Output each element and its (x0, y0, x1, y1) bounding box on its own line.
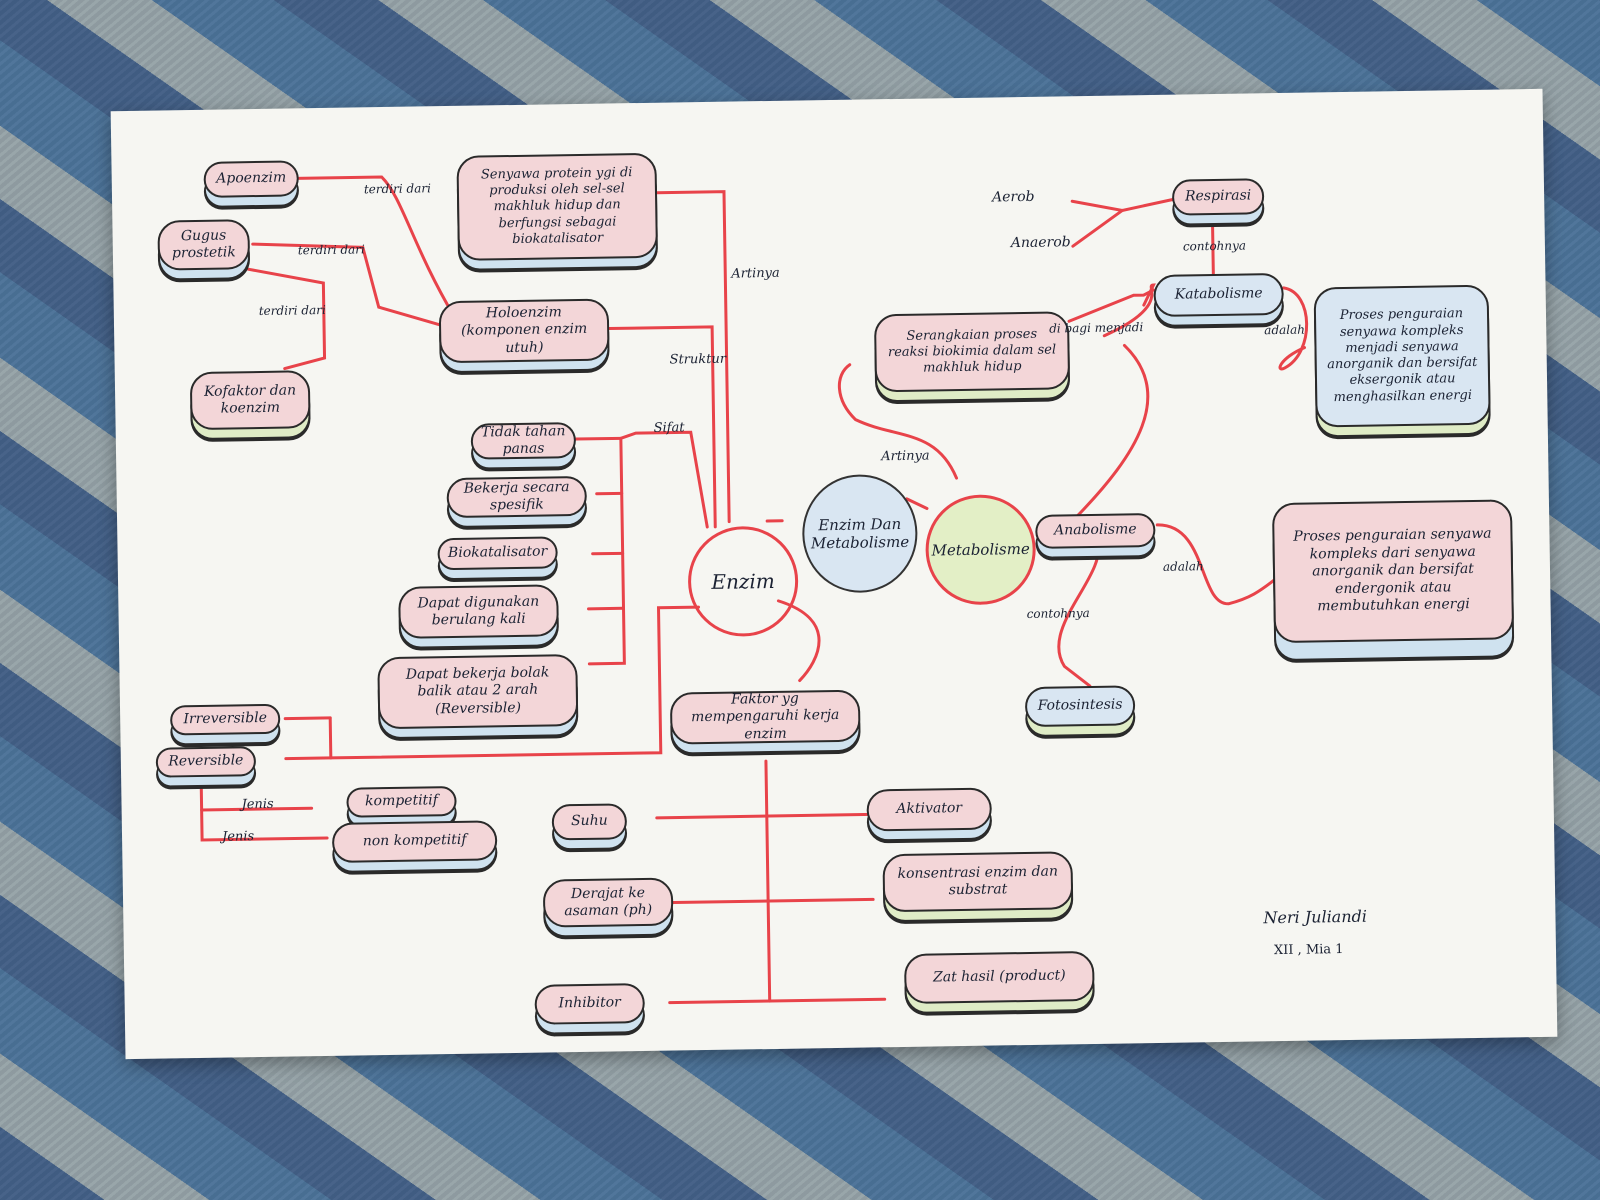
gugus-prostetik-text: Gugus prostetik (171, 227, 236, 262)
katabolisme-definition-node: Proses penguraian senyawa kompleks menja… (1313, 284, 1491, 428)
contohnya-label-1: contohnya (1182, 238, 1247, 254)
katabolisme-text: Katabolisme (1174, 285, 1263, 303)
fotosintesis-text: Fotosintesis (1037, 696, 1123, 715)
katabolisme-definition-text: Proses penguraian senyawa kompleks menja… (1327, 306, 1478, 405)
paper-sheet: Enzim Enzim Dan Metabolisme Metabolisme … (110, 88, 1558, 1060)
holoenzim-text: Holoenzim (komponen enzim utuh) (460, 303, 588, 356)
irreversible-node: Irreversible (169, 703, 281, 736)
sifat-label: Sifat (653, 420, 685, 436)
adalah-label-2: adalah (1162, 559, 1204, 574)
metabolisme-definition-node: Serangkaian proses reaksi biokimia dalam… (873, 311, 1071, 393)
anabolisme-text: Anabolisme (1053, 521, 1137, 539)
katabolisme-node: Katabolisme (1153, 272, 1284, 317)
sifat-item-1: Tidak tahan panas (470, 422, 577, 460)
faktor-left-2: Derajat ke asaman (ph) (542, 877, 674, 928)
kofaktor-node: Kofaktor dan koenzim (189, 370, 311, 431)
dibagi-label: di bagi menjadi (1049, 320, 1144, 336)
reversible-node: Reversible (155, 746, 257, 778)
contohnya-label-2: contohnya (1026, 605, 1090, 621)
kompetitif-text: kompetitif (364, 792, 439, 810)
respirasi-node: Respirasi (1171, 178, 1265, 216)
gugus-prostetik-node: Gugus prostetik (157, 219, 251, 271)
reversible-text: Reversible (168, 752, 244, 770)
faktor-left-3: Inhibitor (534, 983, 646, 1025)
apoenzim-text: Apoenzim (216, 169, 287, 187)
sifat-item-5-text: Dapat bekerja bolak balik atau 2 arah (R… (405, 664, 550, 718)
sifat-item-4-text: Dapat digunakan berulang kali (417, 593, 540, 629)
terdiri-dari-label-3: terdiri dari (258, 302, 326, 319)
holoenzim-node: Holoenzim (komponen enzim utuh) (438, 298, 610, 364)
anabolisme-node: Anabolisme (1035, 512, 1156, 549)
artinya-label-2: Artinya (881, 448, 930, 465)
faktor-right-1: Aktivator (866, 787, 993, 832)
signature-class: XII , Mia 1 (1273, 942, 1344, 959)
jenis-label-2: Jenis (221, 829, 255, 845)
faktor-left-1-text: Suhu (570, 812, 608, 830)
sifat-item-4: Dapat digunakan berulang kali (398, 584, 559, 639)
sifat-item-3-text: Biokatalisator (447, 543, 548, 562)
struktur-label: Struktur (669, 351, 727, 368)
faktor-right-1-text: Aktivator (896, 800, 963, 818)
faktor-left-3-text: Inhibitor (558, 994, 621, 1012)
faktor-right-3: Zat hasil (product) (903, 950, 1095, 1004)
irreversible-text: Irreversible (183, 710, 268, 728)
signature-name: Neri Juliandi (1263, 906, 1368, 928)
fotosintesis-node: Fotosintesis (1024, 685, 1136, 728)
connector-lines (199, 175, 1309, 1005)
faktor-node: Faktor yg mempengaruhi kerja enzim (669, 689, 861, 745)
anabolisme-definition-text: Proses penguraian senyawa kompleks dari … (1293, 525, 1492, 615)
sifat-item-3: Biokatalisator (437, 536, 558, 571)
metabolisme-circle-label: Metabolisme (931, 539, 1030, 560)
anabolisme-definition-node: Proses penguraian senyawa kompleks dari … (1271, 499, 1515, 644)
center-topic-label: Enzim Dan Metabolisme (810, 514, 910, 553)
nonkompetitif-text: non kompetitif (362, 832, 467, 850)
sifat-item-5: Dapat bekerja bolak balik atau 2 arah (R… (377, 654, 579, 730)
enzim-definition-node: Senyawa protein ygi di produksi oleh sel… (456, 152, 659, 261)
enzim-circle-label: Enzim (711, 568, 775, 594)
jenis-label-1: Jenis (241, 796, 274, 813)
faktor-text: Faktor yg mempengaruhi kerja enzim (691, 690, 840, 743)
metabolisme-definition-text: Serangkaian proses reaksi biokimia dalam… (887, 326, 1057, 376)
apoenzim-node: Apoenzim (203, 160, 300, 198)
kofaktor-text: Kofaktor dan koenzim (203, 381, 297, 417)
faktor-right-3-text: Zat hasil (product) (932, 967, 1066, 986)
terdiri-dari-label-1: terdiri dari (363, 181, 431, 197)
faktor-left-1: Suhu (551, 803, 628, 841)
terdiri-dari-label-2: terdiri dari (297, 242, 365, 258)
nonkompetitif-node: non kompetitif (331, 820, 498, 863)
faktor-right-2-text: konsentrasi enzim dan substrat (897, 863, 1059, 899)
adalah-label-1: adalah (1264, 322, 1306, 338)
faktor-left-2-text: Derajat ke asaman (ph) (564, 884, 653, 920)
sifat-item-2-text: Bekerja secara spesifik (463, 478, 570, 514)
faktor-right-2: konsentrasi enzim dan substrat (882, 851, 1074, 913)
enzim-definition-text: Senyawa protein ygi di produksi oleh sel… (480, 164, 633, 247)
aerob-label: Aerob (991, 188, 1035, 206)
sifat-item-1-text: Tidak tahan panas (480, 422, 566, 458)
artinya-label: Artinya (731, 265, 780, 282)
anaerob-label: Anaerob (1010, 234, 1071, 252)
respirasi-text: Respirasi (1184, 187, 1252, 205)
kompetitif-node: kompetitif (346, 785, 457, 818)
sifat-item-2: Bekerja secara spesifik (446, 475, 588, 519)
